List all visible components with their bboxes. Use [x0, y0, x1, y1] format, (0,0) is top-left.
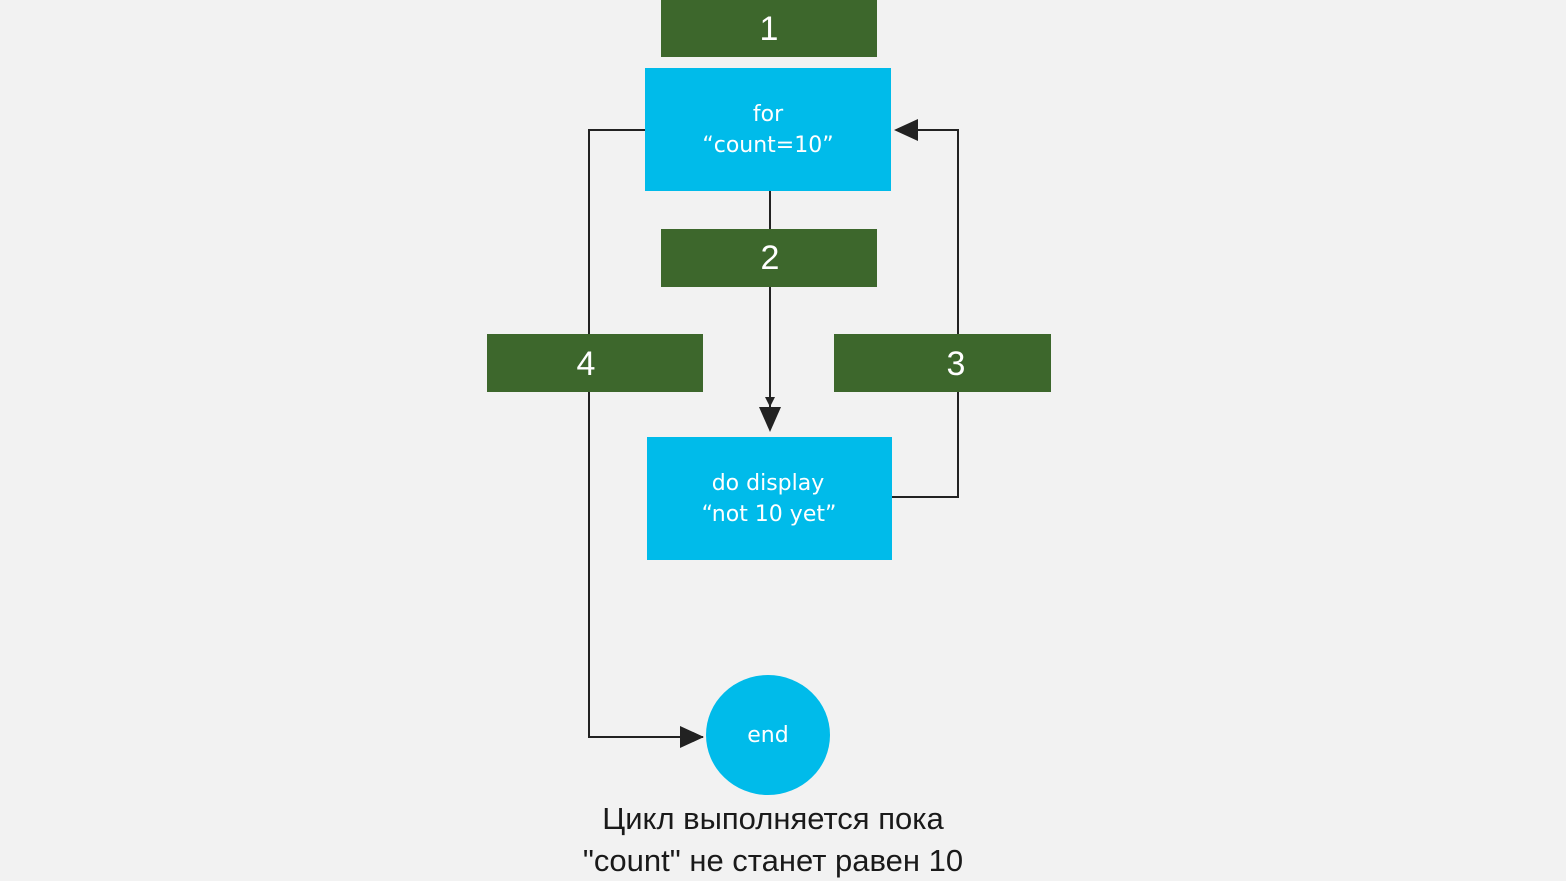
caption-line-2: "count" не станет равен 10: [583, 843, 963, 878]
arrow-tip-left: [894, 119, 918, 141]
arrow-tip-down: [759, 407, 781, 432]
step-2-label: 2: [761, 239, 780, 277]
do-display-box: do display “not 10 yet”: [647, 437, 892, 560]
arrow-do-box-back-to-for: [891, 125, 959, 498]
end-label: end: [747, 723, 788, 748]
step-1-label: 1: [760, 10, 779, 48]
end-node: end: [706, 675, 830, 795]
for-box-line1: for: [753, 102, 784, 127]
step-4-box: 4: [487, 334, 703, 392]
step-1-box: 1: [661, 0, 877, 57]
arrow-tip-right: [680, 726, 704, 748]
caption-line-1: Цикл выполняется пока: [602, 801, 944, 836]
step-4-label: 4: [577, 345, 596, 383]
do-box-line1: do display: [712, 471, 825, 496]
do-box-line2: “not 10 yet”: [702, 502, 837, 527]
step-3-box: 3: [834, 334, 1051, 392]
for-box-line2: “count=10”: [702, 133, 833, 158]
step-3-label: 3: [947, 345, 966, 383]
step-2-box: 2: [661, 229, 877, 287]
for-condition-box: for “count=10”: [645, 68, 891, 191]
arrow-for-exit-to-end: [588, 129, 703, 742]
